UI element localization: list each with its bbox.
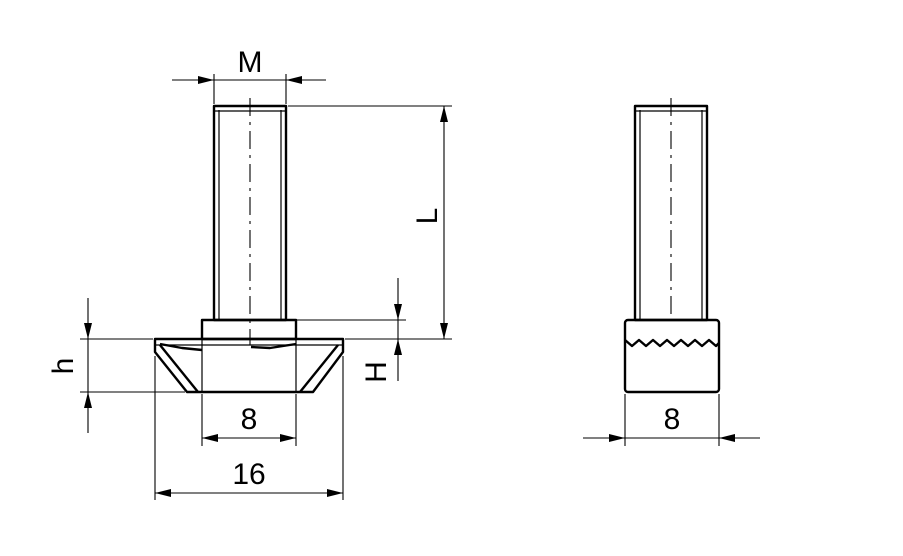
dimension-neck-width: 8 xyxy=(201,394,297,446)
dimension-l: L xyxy=(288,105,452,340)
label-head-width: 16 xyxy=(232,458,265,491)
side-head xyxy=(623,318,721,394)
dimension-head-width: 16 xyxy=(154,356,344,500)
dimension-side-width: 8 xyxy=(583,394,760,446)
label-m: M xyxy=(238,46,263,79)
dimension-h-upper: H xyxy=(296,278,406,383)
front-neck xyxy=(200,318,298,341)
dimension-h-lower: h xyxy=(47,298,185,433)
label-l: L xyxy=(411,208,444,225)
label-side-width: 8 xyxy=(664,403,681,436)
front-shank xyxy=(212,98,288,345)
side-shank xyxy=(633,98,709,322)
label-h-lower: h xyxy=(47,358,80,375)
label-h-upper: H xyxy=(360,361,393,383)
front-t-head xyxy=(153,337,345,394)
side-view xyxy=(623,98,721,394)
label-neck-width: 8 xyxy=(241,403,258,436)
dimension-m: M xyxy=(172,46,326,104)
front-view xyxy=(153,98,345,394)
